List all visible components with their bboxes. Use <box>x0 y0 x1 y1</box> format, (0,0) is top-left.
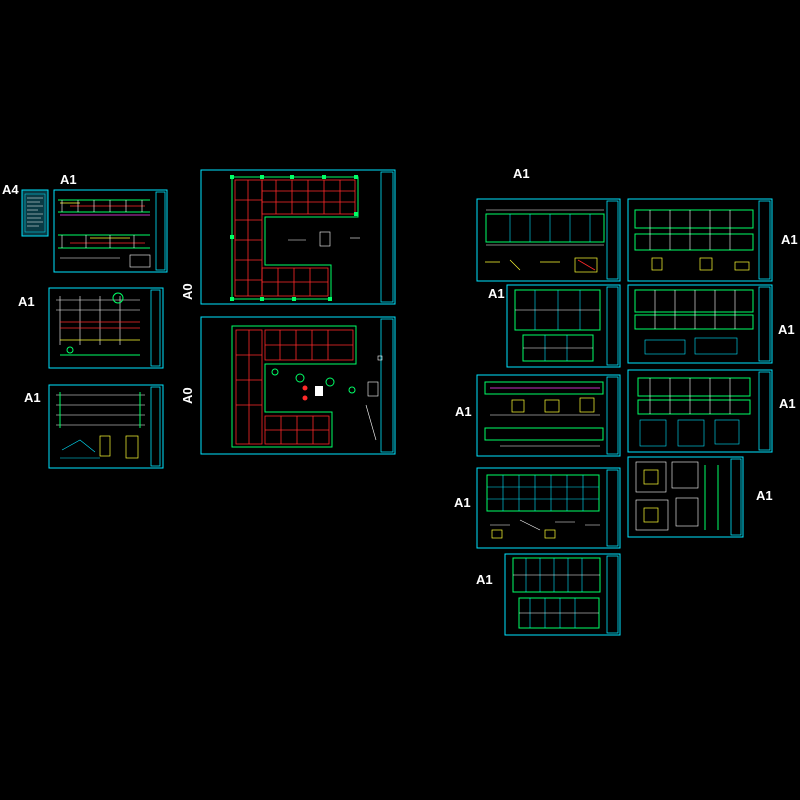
sheet-a1-slab-plan[interactable] <box>504 553 621 636</box>
sheet-label-a4: A4 <box>2 182 19 197</box>
sheet-a1-frame-elevation-4[interactable] <box>627 284 773 364</box>
sheet-a1-frame-elevation-3[interactable] <box>627 198 773 282</box>
sheet-label-a0: A0 <box>180 387 195 404</box>
sheet-label-a1: A1 <box>756 488 773 503</box>
sheet-label-a1: A1 <box>488 286 505 301</box>
sheet-a1-column-details[interactable] <box>627 369 773 453</box>
sheet-label-a1: A1 <box>778 322 795 337</box>
sheet-a1-node-details[interactable] <box>627 456 744 538</box>
sheet-label-a1: A1 <box>18 294 35 309</box>
sheet-a1-section[interactable] <box>48 287 164 369</box>
sheet-label-a1: A1 <box>455 404 472 419</box>
sheet-label-a0: A0 <box>180 283 195 300</box>
sheet-a0-foundation-plan[interactable] <box>200 169 396 305</box>
sheet-label-a1: A1 <box>513 166 530 181</box>
sheet-a0-floor-plan[interactable] <box>200 316 396 455</box>
sheet-label-a1: A1 <box>781 232 798 247</box>
sheet-label-a1: A1 <box>779 396 796 411</box>
sheet-label-a1: A1 <box>454 495 471 510</box>
sheet-a1-roof-plan[interactable] <box>476 467 621 549</box>
sheet-a4[interactable] <box>21 189 49 237</box>
sheet-a1-beam-section[interactable] <box>476 374 621 457</box>
sheet-a1-frame-elevation-2[interactable] <box>506 284 621 368</box>
sheet-label-a1: A1 <box>24 390 41 405</box>
sheet-label-a1: A1 <box>476 572 493 587</box>
sheet-a1-frame-elevation-1[interactable] <box>476 198 621 282</box>
sheet-label-a1: A1 <box>60 172 77 187</box>
sheet-a1-elevation[interactable] <box>53 189 168 273</box>
sheet-a1-detail[interactable] <box>48 384 164 469</box>
